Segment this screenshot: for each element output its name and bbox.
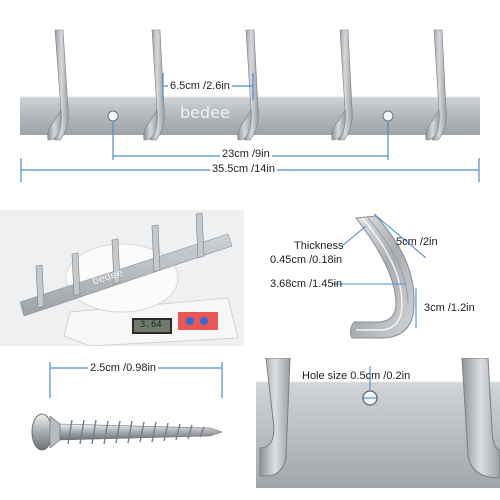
hook-height-label: 5cm /2in: [396, 236, 438, 248]
hook-spacing-label: 6.5cm /2.6in: [168, 80, 232, 92]
scale-buttons: [178, 312, 218, 330]
hook-1: [47, 29, 69, 141]
screw-hole-left: [107, 110, 119, 122]
hole-size-panel: Hole size 0.5cm /0.2in: [256, 358, 500, 500]
hook-dimension-lines: [332, 213, 427, 328]
hook-tip-label: 3cm /1.2in: [424, 302, 475, 314]
hole-size-dimension: [362, 366, 378, 399]
hook-2: [143, 29, 165, 141]
screw-hole-right: [382, 110, 394, 122]
hook-3: [237, 29, 259, 141]
thickness-label: Thickness: [294, 240, 344, 252]
scale-drawing: [19, 212, 239, 346]
hook-detail-panel: Thickness 0.45cm /0.18in 5cm /2in 3.68cm…: [256, 210, 500, 346]
screw-drawing: [31, 362, 223, 451]
hook-closeup-drawing: [332, 213, 427, 339]
top-product-panel: bedee 6.5cm /2.6in 23cm /9in 35.5cm /14i…: [0, 0, 500, 200]
coat-rack-drawing: [20, 29, 480, 182]
scale-display-value: 3.64: [140, 320, 162, 330]
hole-distance-label: 23cm /9in: [220, 148, 272, 160]
screw-panel: 2.5cm /0.98in: [0, 358, 244, 500]
hole-closeup-drawing: [256, 358, 500, 488]
screw-threads: [67, 419, 205, 445]
scale-photo-panel: bedee 3.64: [0, 210, 244, 346]
hook-depth-label: 3.68cm /1.45in: [270, 278, 343, 290]
total-length-label: 35.5cm /14in: [210, 163, 277, 175]
thickness-value: 0.45cm /0.18in: [270, 254, 343, 266]
hook-4: [331, 29, 353, 141]
brand-logo: bedee: [180, 103, 230, 122]
screw-length-label: 2.5cm /0.98in: [88, 362, 159, 374]
hole-size-label: Hole size 0.5cm /0.2in: [302, 370, 411, 382]
hook-5: [425, 29, 447, 141]
